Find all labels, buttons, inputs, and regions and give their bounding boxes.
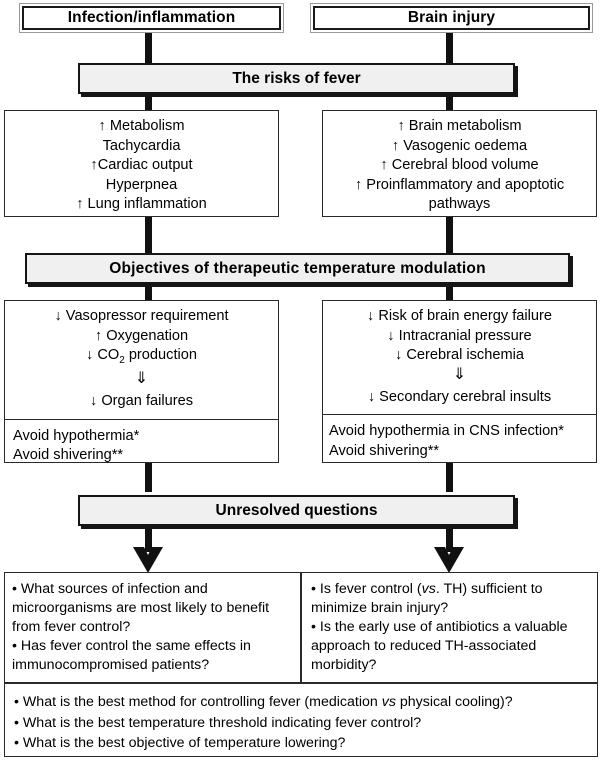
objective-item-co2: ↓ CO2 production xyxy=(86,347,197,366)
question-item: • What sources of infection and microorg… xyxy=(12,581,270,635)
risk-item: ↑Cardiac output xyxy=(90,157,193,173)
risk-item: ↑ Metabolism xyxy=(98,118,185,134)
label-infection-inflammation: Infection/inflammation xyxy=(67,9,236,26)
risk-item: ↑ Lung inflammation xyxy=(76,196,207,212)
box-systemic-risks: ↑ Metabolism Tachycardia ↑Cardiac output… xyxy=(4,110,279,217)
connector-right-top-to-risks xyxy=(446,28,453,70)
question-item: • What is the best temperature threshold… xyxy=(14,714,422,731)
box-brain-injury: Brain injury xyxy=(310,3,593,33)
box-questions-general: • What is the best method for controllin… xyxy=(4,683,598,757)
label-risks-of-fever: The risks of fever xyxy=(232,69,361,87)
connector-left-top-to-risks xyxy=(145,28,152,70)
question-item: • What is the best objective of temperat… xyxy=(14,735,346,751)
risk-item: ↑ Cerebral blood volume xyxy=(380,157,539,173)
question-item: • Has fever control the same effects in … xyxy=(12,638,251,673)
label-objectives: Objectives of therapeutic temperature mo… xyxy=(109,259,486,277)
risk-item: ↑ Proinflammatory and apoptotic xyxy=(354,176,565,193)
caution-item: Avoid hypothermia* xyxy=(13,427,140,444)
connector-right-risks-to-objectives xyxy=(446,212,453,258)
label-unresolved-questions: Unresolved questions xyxy=(215,501,378,519)
box-questions-infection: • What sources of infection and microorg… xyxy=(4,572,301,683)
connector-left-risks-banner-to-box xyxy=(145,92,152,117)
caution-item: Avoid hypothermia in CNS infection* xyxy=(329,423,564,439)
objective-item: ↓ Cerebral ischemia xyxy=(395,347,524,363)
connector-left-questions-arrow-shaft xyxy=(145,526,152,552)
objective-item: ↑ Oxygenation xyxy=(94,327,189,344)
connector-left-objectives-to-questions xyxy=(145,462,152,492)
double-down-arrow-icon: ⇓ xyxy=(134,370,149,388)
question-item: • What is the best method for controllin… xyxy=(14,694,513,710)
risk-item: Tachycardia xyxy=(102,137,181,154)
risk-item: ↑ Vasogenic oedema xyxy=(391,137,528,154)
connector-left-risks-to-objectives xyxy=(145,212,152,258)
risk-item: pathways xyxy=(428,196,491,212)
banner-objectives: Objectives of therapeutic temperature mo… xyxy=(25,253,570,284)
connector-right-objectives-to-questions xyxy=(446,462,453,492)
objective-outcome: ↓ Secondary cerebral insults xyxy=(367,388,552,405)
box-systemic-objectives: ↓ Vasopressor requirement ↑ Oxygenation … xyxy=(4,300,279,463)
banner-unresolved-questions: Unresolved questions xyxy=(78,495,515,526)
box-questions-brain: • Is fever control (vs. TH) sufficient t… xyxy=(301,572,598,683)
caution-item: Avoid shivering** xyxy=(329,442,440,459)
box-brain-objectives: ↓ Risk of brain energy failure ↓ Intracr… xyxy=(322,300,597,463)
objective-item: ↓ Vasopressor requirement xyxy=(54,308,229,324)
risk-item: ↑ Brain metabolism xyxy=(397,118,522,134)
connector-right-questions-arrow-shaft xyxy=(446,526,453,552)
risk-item: Hyperpnea xyxy=(105,176,178,193)
connector-right-risks-banner-to-box xyxy=(446,92,453,117)
double-down-arrow-icon: ⇓ xyxy=(452,365,467,383)
connector-left-objectives-banner-to-box xyxy=(145,280,152,304)
objective-outcome: ↓ Organ failures xyxy=(89,393,193,410)
box-brain-risks: ↑ Brain metabolism ↑ Vasogenic oedema ↑ … xyxy=(322,110,597,217)
caution-item: Avoid shivering** xyxy=(13,447,124,464)
arrow-down-head-right xyxy=(434,547,464,573)
box-infection-inflammation: Infection/inflammation xyxy=(19,3,284,33)
question-item: • Is fever control (vs. TH) sufficient t… xyxy=(311,581,543,616)
connector-right-objectives-banner-to-box xyxy=(446,280,453,304)
label-brain-injury: Brain injury xyxy=(407,9,496,26)
objective-item: ↓ Risk of brain energy failure xyxy=(367,308,552,324)
objective-item: ↓ Intracranial pressure xyxy=(387,327,532,344)
banner-risks-of-fever: The risks of fever xyxy=(78,63,515,94)
arrow-down-head-left xyxy=(133,547,163,573)
question-item: • Is the early use of antibiotics a valu… xyxy=(311,619,568,673)
